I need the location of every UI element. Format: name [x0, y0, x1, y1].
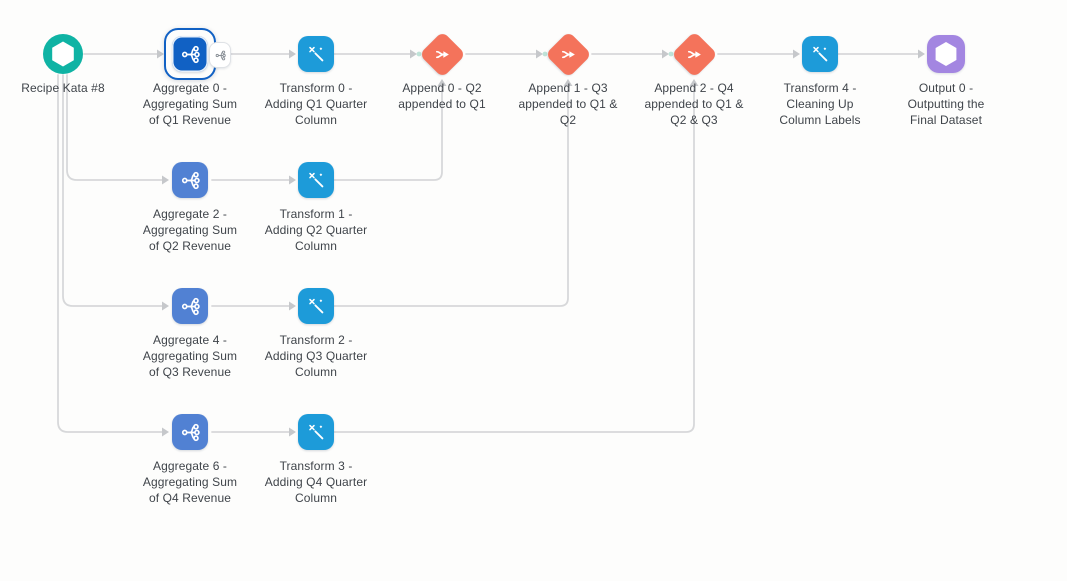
- edge-transform-3-to-append-2: [333, 85, 695, 433]
- edge-arrowhead-icon: [410, 49, 417, 59]
- edge-arrowhead-icon: [162, 427, 169, 437]
- aggregate-fanout-icon: [172, 162, 208, 198]
- magic-wand-icon: [802, 36, 838, 72]
- edge-arrowhead-icon: [162, 301, 169, 311]
- aggregate-fanout-icon: [215, 50, 226, 60]
- magic-wand-icon: [298, 288, 334, 324]
- magic-wand-icon: [298, 162, 334, 198]
- node-label: Transform 2 - Adding Q3 Quarter Column: [264, 333, 368, 379]
- connection-port-dot: [542, 51, 548, 57]
- edge-arrowhead-icon: [162, 175, 169, 185]
- edge-transform-1-to-append-0: [333, 85, 443, 181]
- node-label: Aggregate 2 - Aggregating Sum of Q2 Reve…: [142, 207, 238, 253]
- aggregate-fanout-icon: [172, 288, 208, 324]
- node-label: Transform 1 - Adding Q2 Quarter Column: [264, 207, 368, 253]
- edge-recipe-kata-8-to-aggregate-4: [62, 74, 163, 307]
- magic-wand-icon: [298, 36, 334, 72]
- edge-arrowhead-icon: [662, 49, 669, 59]
- node-label: Append 1 - Q3 appended to Q1 & Q2: [518, 81, 618, 127]
- edge-arrowhead-icon: [437, 79, 447, 86]
- edge-arrowhead-icon: [689, 79, 699, 86]
- node-label: Append 0 - Q2 appended to Q1: [398, 81, 486, 111]
- edge-arrowhead-icon: [289, 49, 296, 59]
- node-label: Transform 0 - Adding Q1 Quarter Column: [264, 81, 368, 127]
- node-label: Aggregate 4 - Aggregating Sum of Q3 Reve…: [142, 333, 238, 379]
- merge-arrow-icon: [670, 30, 718, 78]
- node-label: Recipe Kata #8: [21, 81, 105, 95]
- node-label: Aggregate 0 - Aggregating Sum of Q1 Reve…: [142, 81, 238, 127]
- selected-node-type-badge[interactable]: [209, 42, 231, 68]
- edge-recipe-kata-8-to-aggregate-2: [66, 74, 163, 181]
- aggregate-fanout-icon: [172, 36, 208, 72]
- edge-arrowhead-icon: [536, 49, 543, 59]
- edge-arrowhead-icon: [289, 301, 296, 311]
- merge-arrow-icon: [418, 30, 466, 78]
- merge-arrow-icon: [544, 30, 592, 78]
- edge-recipe-kata-8-to-aggregate-6: [57, 74, 163, 433]
- edge-arrowhead-icon: [157, 49, 164, 59]
- node-label: Append 2 - Q4 appended to Q1 & Q2 & Q3: [644, 81, 744, 127]
- edge-arrowhead-icon: [289, 427, 296, 437]
- edge-arrowhead-icon: [563, 79, 573, 86]
- connection-port-dot: [416, 51, 422, 57]
- dataset-hexagon-icon: [42, 33, 84, 75]
- edge-arrowhead-icon: [918, 49, 925, 59]
- magic-wand-icon: [298, 414, 334, 450]
- edge-arrowhead-icon: [289, 175, 296, 185]
- node-label: Transform 3 - Adding Q4 Quarter Column: [264, 459, 368, 505]
- dataset-hexagon-icon: [927, 35, 965, 73]
- node-label: Aggregate 6 - Aggregating Sum of Q4 Reve…: [142, 459, 238, 505]
- node-label: Transform 4 - Cleaning Up Column Labels: [779, 81, 861, 127]
- aggregate-fanout-icon: [172, 414, 208, 450]
- node-label: Output 0 - Outputting the Final Dataset: [907, 81, 985, 127]
- edge-transform-2-to-append-1: [333, 85, 569, 307]
- connection-port-dot: [668, 51, 674, 57]
- edge-arrowhead-icon: [793, 49, 800, 59]
